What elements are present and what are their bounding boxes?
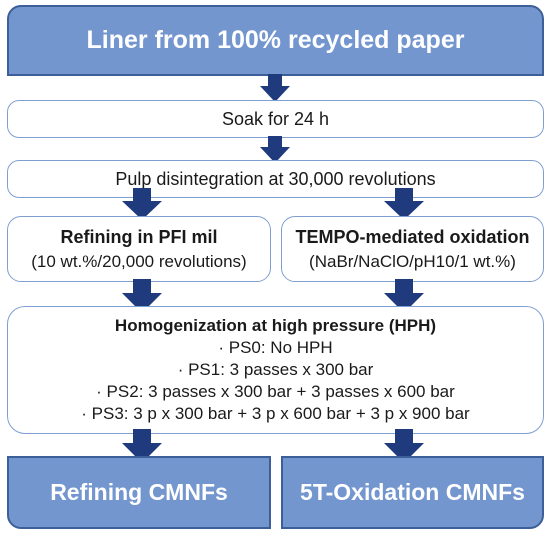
hph-item: · PS1: 3 passes x 300 bar [177,360,374,379]
refining-subtitle: (10 wt.%/20,000 revolutions) [31,251,247,271]
hph-box: Homogenization at high pressure (HPH) · … [7,306,544,434]
arrow-down-icon [122,429,162,463]
top-box: Liner from 100% recycled paper [7,5,544,76]
arrow-down-icon [384,188,424,220]
output-right-box: 5T-Oxidation CMNFs [281,456,544,529]
refining-title: Refining in PFI mil [60,226,218,247]
hph-item: · PS3: 3 p x 300 bar + 3 p x 600 bar + 3… [81,404,470,423]
tempo-title: TEMPO-mediated oxidation [295,226,530,247]
arrow-down-icon [384,429,424,463]
arrow-down-icon [122,188,162,220]
pulp-box-label: Pulp disintegration at 30,000 revolution… [115,168,436,189]
output-left-label: Refining CMNFs [50,479,228,505]
output-right-label: 5T-Oxidation CMNFs [300,479,525,505]
soak-box: Soak for 24 h [7,100,544,138]
hph-title: Homogenization at high pressure (HPH) [114,316,437,335]
arrow-down-icon [260,74,290,102]
arrow-down-icon [384,279,424,313]
pulp-box: Pulp disintegration at 30,000 revolution… [7,160,544,198]
tempo-subtitle: (NaBr/NaClO/pH10/1 wt.%) [309,251,516,271]
top-box-label: Liner from 100% recycled paper [86,26,465,54]
arrow-down-icon [260,136,290,163]
hph-item: · PS2: 3 passes x 300 bar + 3 passes x 6… [96,382,455,401]
arrow-down-icon [122,279,162,313]
tempo-box: TEMPO-mediated oxidation (NaBr/NaClO/pH1… [281,216,544,282]
soak-box-label: Soak for 24 h [221,108,330,129]
output-left-box: Refining CMNFs [7,456,271,529]
hph-item: · PS0: No HPH [218,338,333,357]
refining-box: Refining in PFI mil (10 wt.%/20,000 revo… [7,216,271,282]
